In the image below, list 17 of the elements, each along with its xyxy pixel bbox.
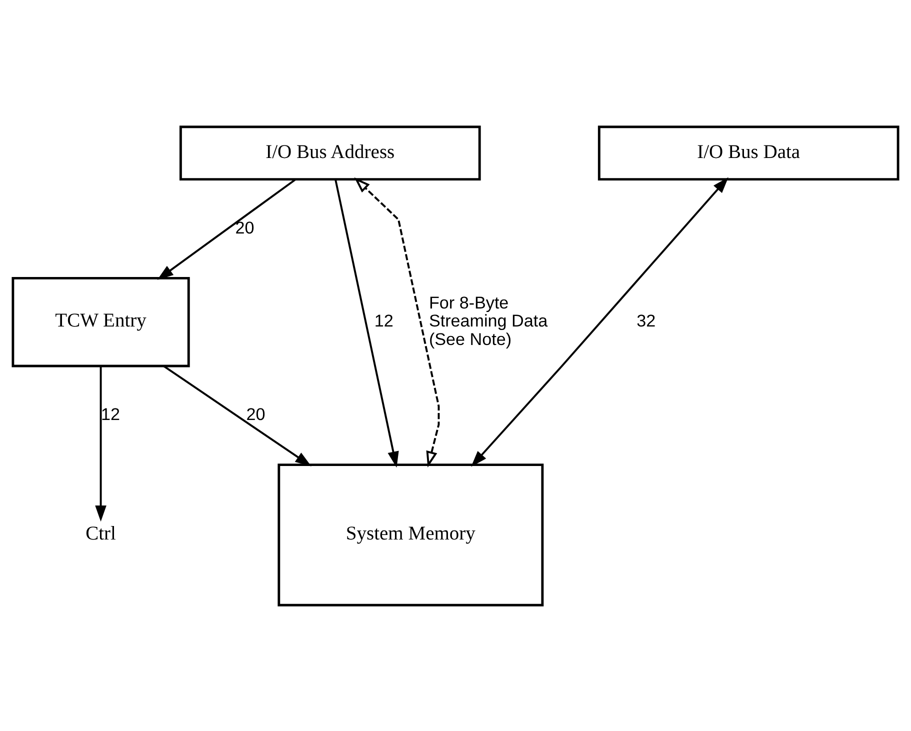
- edge-label: 20: [235, 218, 254, 237]
- arrow: [334, 179, 399, 468]
- node-text: Ctrl: [86, 523, 116, 544]
- edge-label: 12: [101, 404, 120, 424]
- edge-label: 20: [246, 404, 266, 424]
- arrow: [471, 176, 728, 466]
- arrow: [163, 364, 312, 466]
- node-box: I/O Bus Data: [598, 125, 900, 180]
- arrow: [95, 366, 106, 522]
- arrow: [157, 178, 296, 280]
- arrow: [354, 176, 440, 467]
- node-box: System Memory: [278, 463, 544, 606]
- edge-label: For 8-Byte Streaming Data (See Note): [428, 292, 548, 348]
- node-box: I/O Bus Address: [179, 125, 481, 180]
- edge-label: 32: [636, 311, 656, 330]
- edge-label: 12: [374, 311, 394, 330]
- node-box: TCW Entry: [12, 276, 190, 367]
